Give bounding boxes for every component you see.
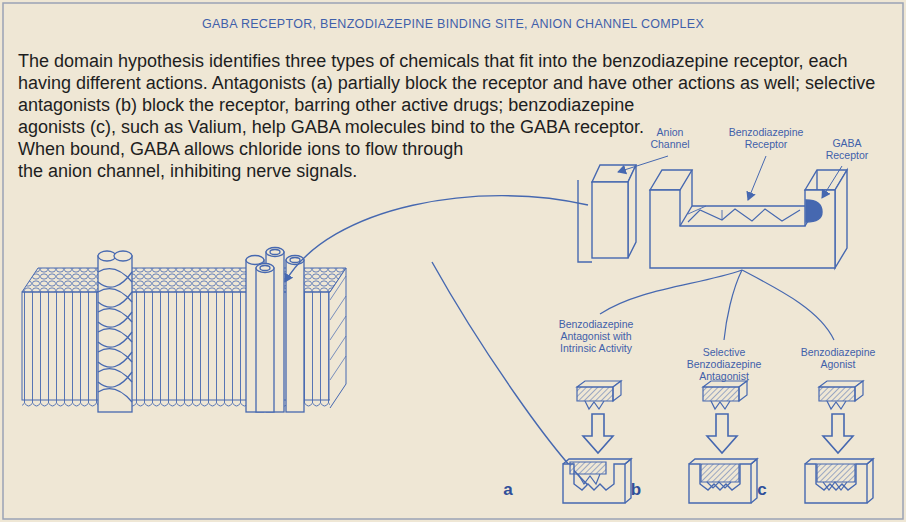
ligands <box>703 381 747 409</box>
ligands <box>577 381 863 409</box>
ligands <box>819 381 863 409</box>
bound-ligands <box>570 462 606 474</box>
membrane <box>330 268 346 408</box>
leader-lines <box>822 166 842 198</box>
branch-lines <box>724 270 742 340</box>
caption-text: The domain hypothesis identifies three t… <box>18 51 875 181</box>
leader-lines <box>618 156 842 200</box>
bound-ligands <box>570 462 855 490</box>
curved-arrows <box>285 196 606 500</box>
curved-arrows <box>432 262 606 500</box>
part-label: GABA Receptor <box>818 137 876 161</box>
channel-protein <box>286 260 304 412</box>
ligand-label: Selective Benzodiazepine Antagonist <box>676 346 772 382</box>
binding-sockets <box>689 459 757 503</box>
anion-channel-block <box>578 165 636 262</box>
channel-protein <box>290 258 300 263</box>
bound-ligands <box>578 474 600 484</box>
ligand-label: Benzodiazepine Agonist <box>790 346 886 370</box>
hollow-arrows <box>583 414 853 453</box>
helix-protein <box>98 272 132 387</box>
callout-letter: b <box>627 481 645 499</box>
benzodiazepine-receptor-block <box>650 190 835 268</box>
helix-protein <box>98 251 116 261</box>
binding-sockets <box>563 459 873 503</box>
part-label: Benzodiazepine Receptor <box>720 126 812 150</box>
helix-protein <box>98 256 132 412</box>
bound-ligands <box>701 464 739 482</box>
bound-ligands <box>823 482 847 490</box>
branch-lines <box>600 270 742 314</box>
helix-protein <box>114 251 132 261</box>
leader-lines <box>748 156 766 200</box>
wrap-spacer <box>438 160 880 182</box>
ligand-label: Benzodiazepine Antagonist with Intrinsic… <box>548 318 644 354</box>
frame <box>3 3 903 519</box>
anion-channel-block <box>628 165 636 258</box>
benzodiazepine-receptor-block <box>835 170 847 268</box>
wrap-spacer <box>318 182 880 204</box>
callout-letter: c <box>753 481 771 499</box>
title: GABA RECEPTOR, BENZODIAZEPINE BINDING SI… <box>0 17 906 31</box>
benzodiazepine-receptor-block <box>650 170 692 190</box>
benzodiazepine-receptor-block <box>692 170 817 206</box>
hollow-arrows <box>583 414 613 453</box>
anion-channel-block <box>578 180 592 262</box>
branch-lines <box>742 270 834 340</box>
channel-protein <box>260 266 270 271</box>
hollow-arrows <box>707 414 737 453</box>
benzodiazepine-receptor-block <box>688 206 722 220</box>
benzodiazepine-receptor-block <box>650 170 847 268</box>
helix-protein <box>98 251 132 412</box>
anion-channel-block <box>592 182 628 258</box>
callout-letter: a <box>499 481 517 499</box>
channel-protein <box>246 248 304 413</box>
branch-lines <box>600 270 834 340</box>
channel-protein <box>266 248 284 257</box>
part-label: Anion Channel <box>640 126 700 150</box>
membrane <box>330 276 346 380</box>
benzodiazepine-receptor-block <box>806 200 822 222</box>
helix-protein <box>98 269 132 402</box>
bound-ligands <box>707 482 731 488</box>
hollow-arrows <box>823 414 853 453</box>
ligands <box>577 381 621 409</box>
binding-sockets <box>563 459 631 503</box>
benzodiazepine-receptor-block <box>688 209 800 222</box>
channel-protein <box>256 264 274 273</box>
channel-protein <box>270 250 280 255</box>
leader-lines <box>618 156 668 172</box>
channel-protein <box>246 256 264 265</box>
bound-ligands <box>817 464 855 482</box>
benzodiazepine-receptor-block <box>680 206 817 226</box>
channel-protein <box>256 268 274 412</box>
binding-sockets <box>805 459 873 503</box>
